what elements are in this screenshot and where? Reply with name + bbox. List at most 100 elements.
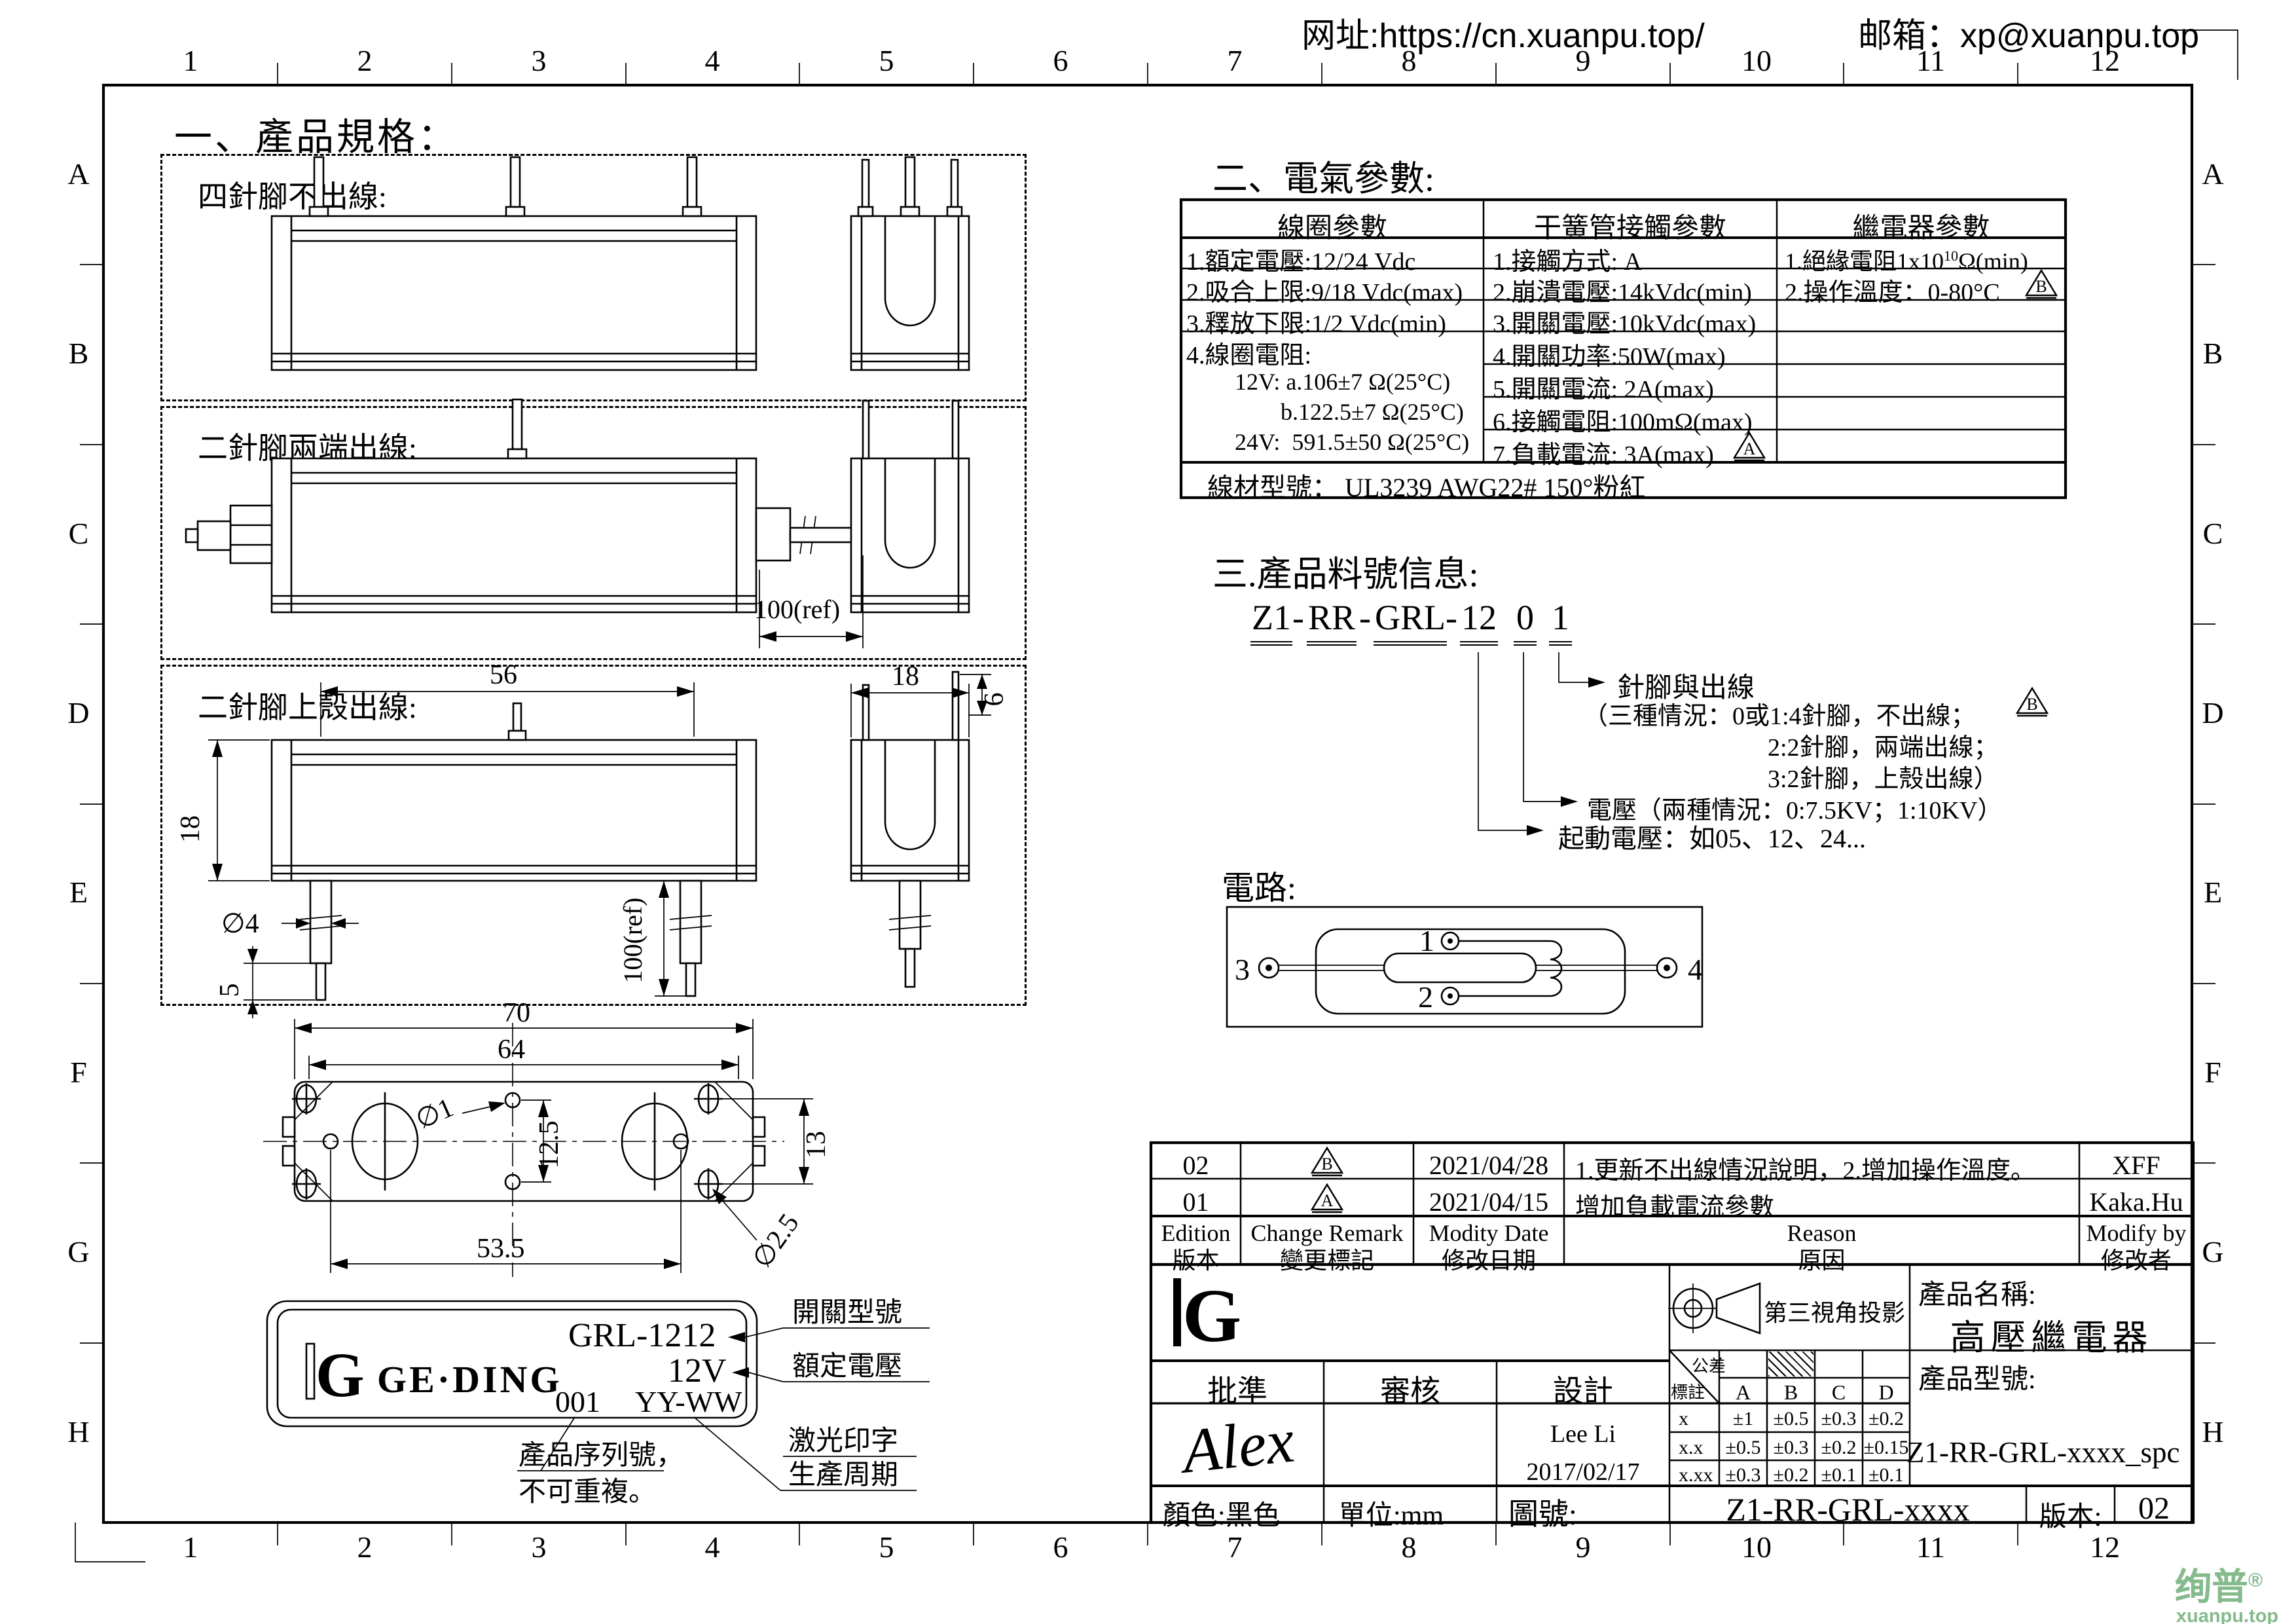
svg-text:A: A [1321,1191,1334,1210]
circuit-pin1-label: 1 [1419,924,1434,957]
warning-triangle-B: B [2015,686,2049,717]
label-serial-text: 001 [555,1385,600,1418]
elec-header-coil: 線圈參數 [1277,213,1387,244]
product-model-value: Z1-RR-GRL-xxxx_spc [1906,1436,2180,1469]
col-label-top: 10 [1741,44,1772,77]
circuit-title: 電路: [1222,870,1296,906]
part-number-connectors [1478,652,1605,836]
svg-text:B: B [2026,695,2037,714]
tol-row1-c: ±0.3 [1821,1408,1857,1430]
pn-start-voltage-note: 起動電壓：如05、12、24... [1558,824,1866,853]
dim-5: 5 [215,984,245,997]
pn-sep: - [1446,598,1457,637]
product-model-label: 產品型號: [1918,1365,2036,1395]
spec-box3 [160,665,1027,1006]
elec-coil-sub2: b.122.5±7 Ω(25°C) [1281,399,1464,425]
circuit-pin4-label: 4 [1688,953,1703,986]
relay-row1-sup: 10 [1944,248,1959,264]
row-label-right: B [2202,337,2223,370]
rev-header-edition-en: Edition [1161,1220,1231,1246]
rev-header-date-en: Modity Date [1429,1220,1549,1246]
watermark-reg: ® [2248,1570,2263,1591]
row-label-left: D [67,696,90,729]
label-callout-serial-1: 產品序列號， [519,1440,683,1471]
label-model-text: GRL-1212 [568,1317,716,1354]
elec-reed-row2: 2.崩潰電壓:14kVdc(min) [1493,279,1752,306]
electrical-section-title: 二、電氣參數: [1212,159,1435,198]
designer-name: Lee Li [1550,1420,1616,1448]
col-label-top: 1 [183,44,198,77]
circuit-pin2-label: 2 [1418,980,1433,1014]
tol-row2-a: ±0.5 [1725,1437,1761,1458]
watermark: 绚普® xuanpu.top [2175,1562,2296,1624]
rev-row2-by: Kaka.Hu [2089,1187,2183,1217]
label-datecode-text: YY-WW [635,1385,742,1418]
dim-dia2_5: ∅2.5 [747,1209,805,1274]
review-label: 審核 [1380,1375,1440,1408]
elec-relay-row1: 1.絕緣電阻1x1010Ω(min) [1785,242,2028,276]
relay-2pin-leads-drawing: 100(ref) [185,398,970,648]
row-label-left: E [69,876,88,909]
rev-header-remark-zh: 變更標記 [1279,1247,1374,1274]
tol-row3-a: ±0.3 [1725,1464,1761,1486]
elec-reed-row5: 5.開關電流: 2A(max) [1493,376,1714,403]
col-label-top: 12 [2090,44,2120,77]
col-label-top: 4 [704,44,720,77]
relay-shell-side-view [850,671,970,988]
dim-70: 70 [503,998,530,1028]
tol-row2-d: ±0.15 [1863,1437,1909,1458]
pn-voltage-note: 電壓（兩種情況：0:7.5KV；1:10KV） [1587,797,2003,824]
relay-4pin-side-view [850,156,970,371]
pn-seg-0: 0 [1514,597,1537,646]
col-label-bottom: 11 [1916,1530,1946,1564]
pn-pin-case2: 2:2針腳，兩端出線； [1768,734,1999,762]
tol-row1-label: x [1679,1408,1688,1430]
svg-text:B: B [2035,277,2047,296]
row-label-left: F [70,1056,87,1089]
elec-coil-row3: 3.釋放下限:1/2 Vdc(min) [1186,310,1446,338]
spec-box1 [160,154,1027,401]
design-date: 2017/02/17 [1526,1458,1640,1486]
rev-header-reason-en: Reason [1787,1220,1857,1246]
rev-row1-edition: 02 [1182,1151,1209,1180]
bottom-view-drawing: 70 64 ∅1 12.5 13 [263,998,831,1277]
dim-side-18: 18 [892,661,919,692]
tol-row1-d: ±0.2 [1868,1408,1904,1430]
col-label-bottom: 2 [357,1530,373,1564]
version-value: 02 [2138,1491,2170,1526]
col-label-bottom: 3 [531,1530,547,1564]
label-logo: G GE·DING [305,1340,560,1410]
pn-sep: - [1292,598,1304,637]
elec-reed-row6: 6.接觸電阻:100mΩ(max) [1493,409,1753,436]
sheet-frame [75,29,2238,1562]
warning-triangle-B: B [2024,268,2058,299]
rev-row1-date: 2021/04/28 [1429,1151,1549,1180]
elec-coil-row1: 1.額定電壓:12/24 Vdc [1186,248,1416,276]
label-callout-leaders [517,1327,930,1491]
col-label-top: 3 [531,44,547,77]
label-voltage-text: 12V [668,1352,727,1390]
row-label-right: D [2202,696,2224,729]
elec-coil-sub1: 12V: a.106±7 Ω(25°C) [1235,369,1451,395]
elec-coil-row2: 2.吸合上限:9/18 Vdc(max) [1186,279,1463,306]
relay-shell-front-view [270,702,757,1001]
tol-row1-a: ±1 [1732,1408,1754,1430]
col-label-top: 6 [1053,44,1068,77]
circuit-pin3-label: 3 [1235,953,1250,986]
dim-64: 64 [498,1035,525,1065]
label-logo-letter: G [316,1340,365,1410]
tol-row2-label: x.x [1679,1437,1704,1458]
tol-col-C: C [1831,1380,1846,1404]
elec-header-relay: 繼電器參數 [1852,213,1990,244]
rev-header-date-zh: 修改日期 [1441,1247,1536,1274]
pn-seg-z1: Z1 [1250,597,1292,646]
title-block-grid [1149,1263,2195,1524]
pn-seg-rr: RR [1307,597,1357,646]
row-label-left: C [68,517,89,550]
tol-row2-b: ±0.3 [1773,1437,1809,1458]
col-label-bottom: 12 [2090,1530,2120,1564]
svg-text:G: G [1182,1274,1241,1358]
relay-2pin-side-view [850,399,970,614]
relay-2pin-shell-drawing: 56 18 ∅4 5 100( [175,660,1010,1018]
